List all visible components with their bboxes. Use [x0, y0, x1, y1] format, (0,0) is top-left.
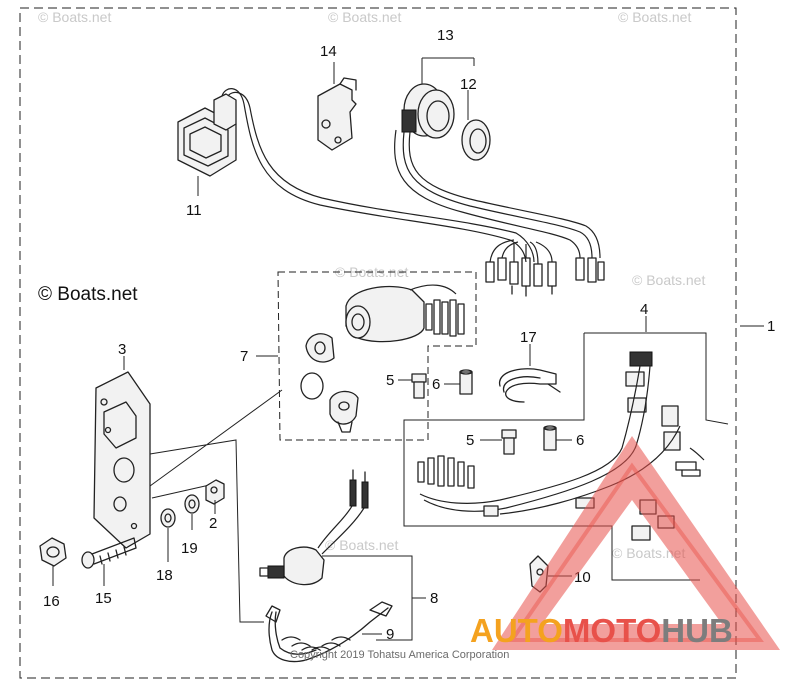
watermark-low-center: © Boats.net	[325, 537, 398, 553]
callout-13: 13	[437, 27, 454, 44]
callout-5b: 5	[466, 432, 474, 449]
callout-7: 7	[240, 348, 248, 365]
callout-8: 8	[430, 590, 438, 607]
copyright-watermark: © Boats.net	[38, 284, 138, 305]
part-9-cord	[265, 601, 393, 663]
callout-18: 18	[156, 567, 173, 584]
part-15-screw	[81, 537, 137, 569]
footer-copyright: Copyright 2019 Tohatsu America Corporati…	[290, 649, 509, 661]
part-12-cover	[461, 119, 491, 161]
part-5-lower	[501, 429, 517, 455]
part-16-nut	[39, 537, 67, 567]
part-8-leader-group	[322, 555, 413, 641]
brand-logo: AUTOMOTOHUB	[470, 436, 780, 650]
part-11-cable	[221, 88, 527, 263]
watermark-top-right: © Boats.net	[618, 9, 691, 25]
brand-hub: HUB	[661, 612, 733, 649]
part-19-washer	[184, 494, 200, 514]
part-3-plate	[93, 371, 151, 549]
part-8-relay	[259, 469, 369, 586]
group-4-frame	[403, 332, 729, 581]
part-14-bracket	[317, 77, 357, 151]
callout-16: 16	[43, 593, 60, 610]
brand-moto: MOTO	[563, 612, 661, 649]
group-7-frame	[277, 271, 477, 441]
part-5-upper	[411, 373, 427, 399]
callout-14: 14	[320, 43, 337, 60]
diagram-frame	[19, 7, 737, 679]
part-18-washer	[160, 508, 176, 528]
part-6-upper	[459, 369, 473, 395]
part-11-connectors	[485, 239, 557, 297]
brand-triangle	[492, 436, 780, 650]
watermark-low-right: © Boats.net	[612, 545, 685, 561]
part-13-harness	[402, 131, 593, 259]
part-13-connectors	[575, 257, 605, 283]
callout-6b: 6	[576, 432, 584, 449]
callout-12: 12	[460, 76, 477, 93]
callout-3: 3	[118, 341, 126, 358]
brand-auto: AUTO	[470, 612, 563, 649]
guide-lines	[149, 389, 283, 623]
part-11-switch	[177, 93, 237, 177]
part-2-nut	[205, 479, 225, 505]
callout-15: 15	[95, 590, 112, 607]
callouts: 1 2 3 4 5 5 6 6 7 8 9 10 11 12 13 14 15	[43, 27, 775, 643]
part-13-meter	[401, 83, 455, 139]
watermark-top-left: © Boats.net	[38, 9, 111, 25]
callout-19: 19	[181, 540, 198, 557]
callout-9: 9	[386, 626, 394, 643]
callout-6a: 6	[432, 376, 440, 393]
part-6-lower	[543, 425, 557, 451]
watermark-mid-right: © Boats.net	[632, 272, 705, 288]
part-17-clamp	[499, 368, 561, 403]
callout-17: 17	[520, 329, 537, 346]
part-7-ignition-switch	[300, 284, 465, 433]
callout-1: 1	[767, 318, 775, 335]
callout-11: 11	[186, 202, 202, 219]
callout-2: 2	[209, 515, 217, 532]
callout-5a: 5	[386, 372, 394, 389]
callout-4: 4	[640, 301, 648, 318]
watermark-top-center: © Boats.net	[328, 9, 401, 25]
svg-text:AUTOMOTOHUB: AUTOMOTOHUB	[470, 612, 733, 649]
